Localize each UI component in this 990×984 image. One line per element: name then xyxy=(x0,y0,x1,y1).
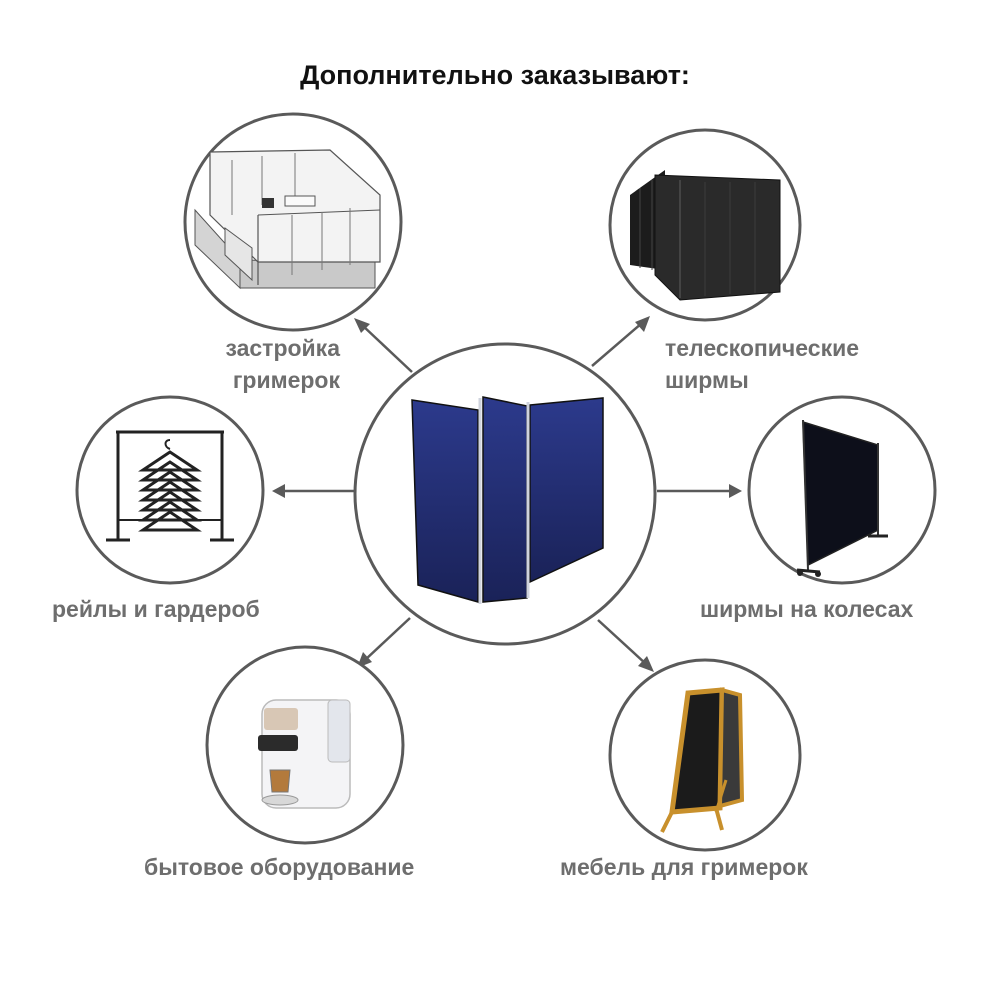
arrow-to-telescopic xyxy=(591,316,650,367)
booths-label: застройка гримерок xyxy=(200,332,340,396)
arrow-to-booths xyxy=(354,318,413,373)
furniture-label-line-1: мебель для гримерок xyxy=(560,854,808,880)
booths-label-line-2: гримерок xyxy=(232,367,340,393)
booths-label-line-1: застройка xyxy=(225,335,340,361)
arrow-to-wheels xyxy=(657,484,742,498)
folding-screen-icon xyxy=(411,396,604,604)
racks-circle xyxy=(75,395,265,585)
furniture-label: мебель для гримерок xyxy=(560,851,808,883)
furniture-circle xyxy=(608,658,802,852)
curtain-screens-icon xyxy=(630,170,781,301)
arrow-to-racks xyxy=(272,484,354,498)
telescopic-circle xyxy=(608,128,802,322)
clothes-rack-icon xyxy=(106,430,234,542)
wheels-label-line-1: ширмы на колесах xyxy=(700,596,914,622)
telescopic-label-line-2: ширмы xyxy=(665,367,749,393)
wheels-circle xyxy=(747,395,937,585)
arrow-to-appliances xyxy=(357,617,411,668)
center-circle xyxy=(353,342,657,646)
appliances-label-line-1: бытовое оборудование xyxy=(144,854,415,880)
racks-label-line-1: рейлы и гардероб xyxy=(52,596,260,622)
appliances-circle xyxy=(205,645,405,845)
booth-construction-icon xyxy=(194,149,381,290)
wheeled-screen-icon xyxy=(796,419,888,577)
wheels-label: ширмы на колесах xyxy=(700,593,913,625)
telescopic-label-line-1: телескопические xyxy=(665,335,860,361)
booths-circle xyxy=(183,112,403,332)
racks-label: рейлы и гардероб xyxy=(52,593,260,625)
coffee-machine-icon xyxy=(258,699,351,809)
appliances-label: бытовое оборудование xyxy=(144,851,414,883)
arrow-to-furniture xyxy=(597,619,654,672)
mirror-icon xyxy=(660,687,745,833)
telescopic-label: телескопические ширмы xyxy=(665,332,859,396)
page-title: Дополнительно заказывают: xyxy=(300,60,690,90)
